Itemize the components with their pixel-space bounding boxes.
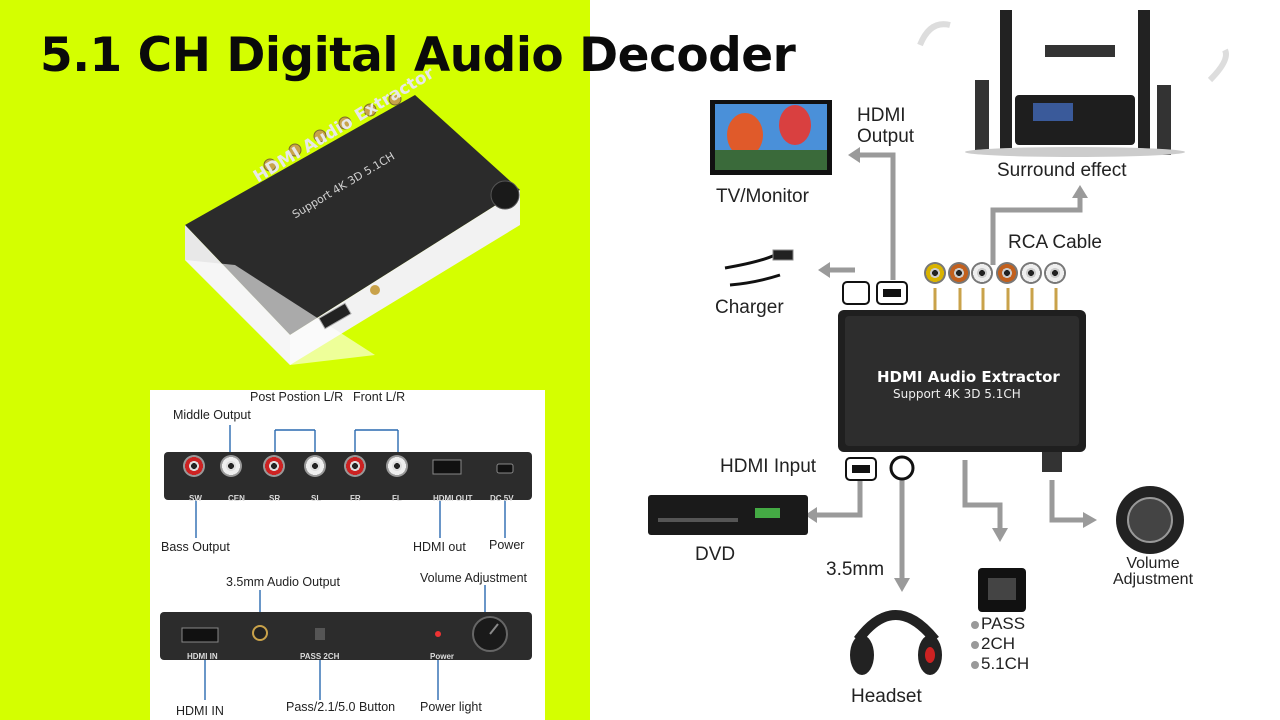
power-light-callout: Power light xyxy=(420,700,482,714)
pass-2ch-port-label: PASS 2CH xyxy=(300,652,340,661)
sr-port-label: SR xyxy=(269,494,281,503)
rca-white-jack-1 xyxy=(971,262,993,284)
rca-yellow-jack xyxy=(924,262,946,284)
charger-label: Charger xyxy=(715,297,784,318)
audio-output-callout: 3.5mm Audio Output xyxy=(226,575,340,589)
mode-pass-label: PASS xyxy=(981,614,1026,633)
middle-output-callout: Middle Output xyxy=(173,408,251,422)
hdmi-in-callout: HDMI IN xyxy=(176,704,224,718)
rca-white-jack-2 xyxy=(1020,262,1042,284)
fl-port-label: FL xyxy=(392,494,402,503)
rca-cable-label: RCA Cable xyxy=(1008,232,1102,253)
product-photo xyxy=(185,95,520,365)
dc5v-port-label: DC 5V xyxy=(490,494,514,503)
page-title: 5.1 CH Digital Audio Decoder xyxy=(40,28,796,83)
device-subtitle-label: Support 4K 3D 5.1CH xyxy=(893,387,1021,401)
port-detail-panel xyxy=(150,390,545,720)
hdmi-out-callout: HDMI out xyxy=(413,540,466,554)
device-name-label: HDMI Audio Extractor xyxy=(877,368,1060,386)
hdmi-output-label: HDMI Output xyxy=(857,105,915,147)
surround-effect-label: Surround effect xyxy=(997,160,1127,181)
3-5mm-label: 3.5mm xyxy=(826,559,885,580)
cen-jack xyxy=(220,455,242,477)
hdmi-in-port-label: HDMI IN xyxy=(187,652,218,661)
hdmi-input-label: HDMI Input xyxy=(720,456,817,477)
rca-orange-jack-2 xyxy=(996,262,1018,284)
dvd-label: DVD xyxy=(695,544,736,565)
power-callout: Power xyxy=(489,538,525,552)
post-position-callout: Post Postion L/R xyxy=(250,390,344,404)
volume-adjustment-label: Volume Adjustment xyxy=(1112,555,1194,588)
fr-port-label: FR xyxy=(350,494,361,503)
fr-jack xyxy=(344,455,366,477)
bass-output-callout: Bass Output xyxy=(161,540,230,554)
sw-jack xyxy=(183,455,205,477)
front-callout: Front L/R xyxy=(353,390,406,404)
fl-jack xyxy=(386,455,408,477)
cen-port-label: CEN xyxy=(228,494,245,503)
volume-adjustment-callout: Volume Adjustment xyxy=(420,571,528,585)
port-callout-lines xyxy=(160,425,532,700)
rca-white-jack-3 xyxy=(1044,262,1066,284)
sr-jack xyxy=(263,455,285,477)
sw-port-label: SW xyxy=(189,494,202,503)
sl-port-label: SL xyxy=(311,494,322,503)
rca-orange-jack-1 xyxy=(948,262,970,284)
tv-monitor-label: TV/Monitor xyxy=(716,186,809,207)
sl-jack xyxy=(304,455,326,477)
hdmi-out-port-label: HDMI OUT xyxy=(433,494,473,503)
pass-button-callout: Pass/2.1/5.0 Button xyxy=(286,700,396,714)
headset-label: Headset xyxy=(851,686,922,707)
mode-5-1ch-label: 5.1CH xyxy=(981,654,1030,673)
connection-diagram xyxy=(648,10,1229,675)
mode-2ch-label: 2CH xyxy=(981,634,1016,653)
power-port-label: Power xyxy=(430,652,455,661)
